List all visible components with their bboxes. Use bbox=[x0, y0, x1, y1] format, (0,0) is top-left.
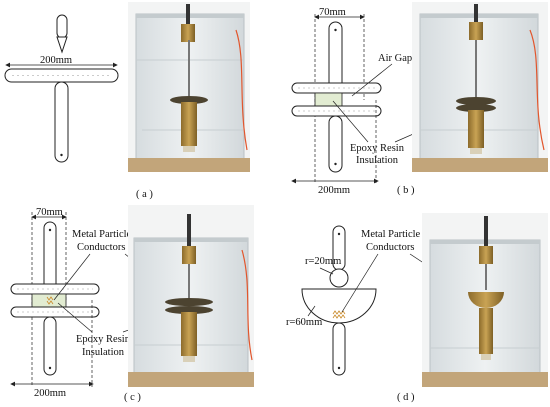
rod-a bbox=[54, 81, 69, 163]
dim-label-b-top: 70mm bbox=[319, 7, 346, 18]
rod-b-bottom bbox=[328, 115, 343, 173]
panel-a-photo bbox=[128, 2, 250, 172]
label-particle-c-1: Metal Particle bbox=[72, 229, 132, 240]
rod-c-bottom bbox=[43, 316, 57, 376]
label-particle-c-2: Conductors bbox=[77, 242, 125, 253]
label-resin-c-2: Insulation bbox=[82, 347, 125, 358]
label-particle-d-2: Conductors bbox=[366, 242, 414, 253]
needle-tip bbox=[56, 36, 68, 54]
needle-rod bbox=[56, 14, 68, 39]
dim-label-c-bottom: 200mm bbox=[34, 388, 66, 399]
dim-label-b-bottom: 200mm bbox=[318, 185, 350, 196]
plate-c-lower bbox=[10, 306, 100, 318]
caption-d: ( d ) bbox=[397, 392, 415, 403]
label-air-gap: Air Gap bbox=[378, 53, 412, 64]
plate-b-lower bbox=[291, 105, 382, 117]
plate-c-upper bbox=[10, 283, 100, 295]
panel-c-photo bbox=[128, 205, 254, 387]
label-resin-c-1: Epoxy Resin bbox=[76, 334, 131, 345]
particles-c bbox=[46, 296, 54, 305]
hemisphere-d bbox=[301, 288, 377, 324]
caption-b: ( b ) bbox=[397, 185, 415, 196]
rod-c-top bbox=[43, 221, 57, 291]
panel-d-diagram: r=20mm r=60mm Metal Particle Conductors bbox=[286, 225, 473, 376]
sphere-d bbox=[329, 268, 349, 288]
plate-a bbox=[4, 68, 119, 83]
label-resin-b-1: Epoxy Resin bbox=[350, 143, 405, 154]
caption-a: ( a ) bbox=[136, 189, 153, 200]
resin-b bbox=[314, 92, 343, 107]
rod-b-top bbox=[328, 21, 343, 92]
panel-a-diagram: 200mm bbox=[4, 14, 119, 163]
dim-label-c-top: 70mm bbox=[36, 207, 63, 218]
plate-b-upper bbox=[291, 82, 382, 94]
dim-label-a: 200mm bbox=[40, 55, 72, 66]
panel-d-photo bbox=[422, 213, 548, 387]
label-r2: r=60mm bbox=[286, 317, 322, 328]
label-particle-d-1: Metal Particle bbox=[361, 229, 421, 240]
panel-c-diagram: 70mm 200mm Metal Particle Conductors Epo… bbox=[10, 207, 187, 399]
label-resin-b-2: Insulation bbox=[356, 155, 399, 166]
label-r1: r=20mm bbox=[305, 256, 341, 267]
caption-c: ( c ) bbox=[124, 392, 141, 403]
panel-b-photo bbox=[412, 2, 548, 172]
rod-d-bottom bbox=[332, 322, 346, 376]
